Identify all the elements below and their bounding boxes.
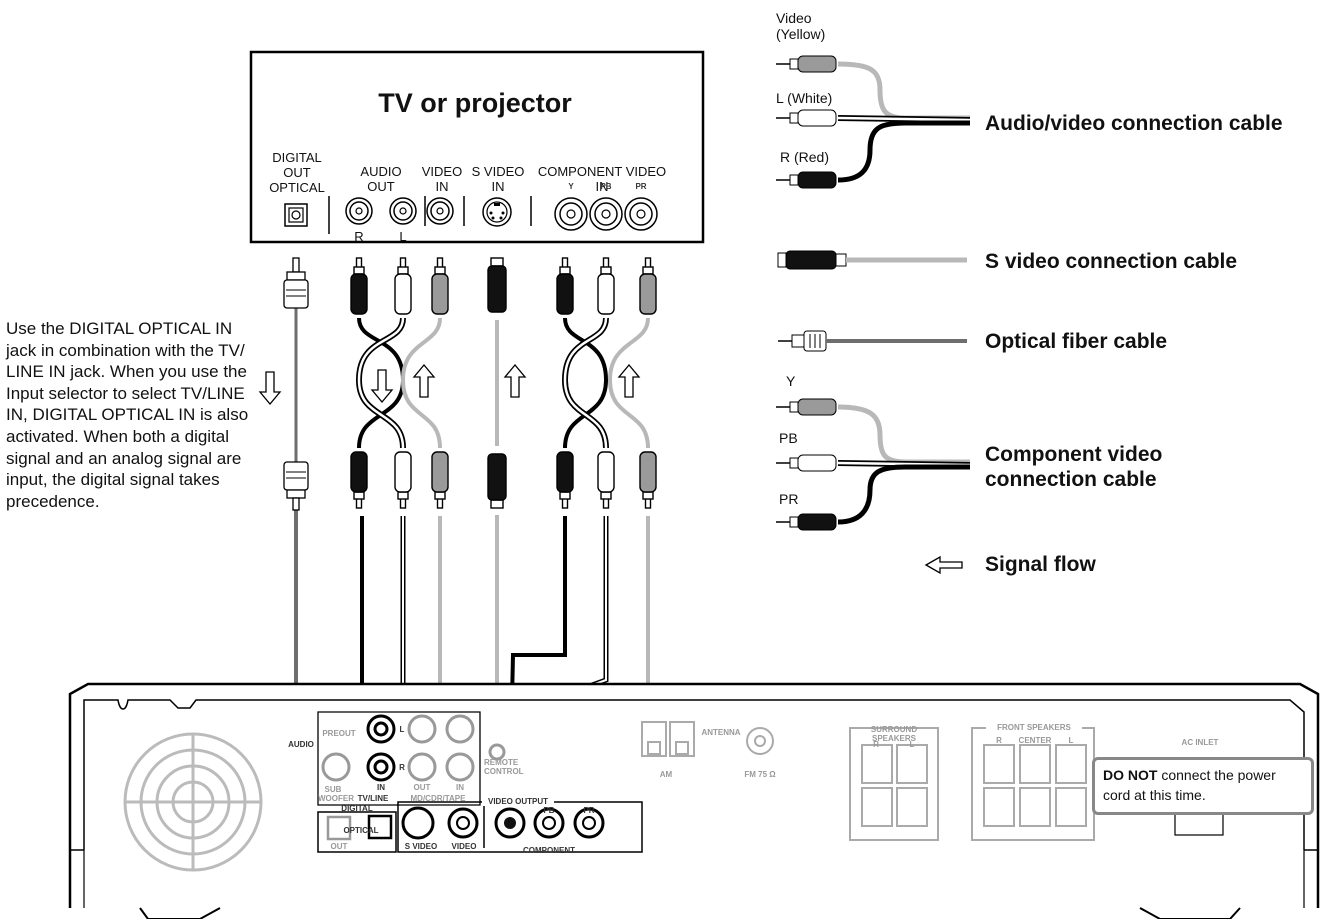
rx-s-video: S VIDEO <box>404 842 438 851</box>
tv-comp-pr-label: PR <box>635 182 647 191</box>
lower-plugs <box>283 451 657 511</box>
tv-component-pb-jack <box>589 197 623 231</box>
rx-digital: DIGITAL <box>341 804 373 813</box>
legend-plug-y <box>776 398 837 416</box>
tv-video-in-label: VIDEO IN <box>421 164 463 194</box>
rx-opt-out: OUT <box>330 842 348 851</box>
tv-video-in-jack <box>426 197 454 225</box>
legend-plug-white <box>776 109 837 127</box>
tv-comp-pb-label: PB <box>600 182 612 191</box>
legend-component-cable: Component video connection cable <box>985 443 1163 491</box>
tv-audio-r-label: R <box>354 229 364 244</box>
tv-audio-out-r-jack <box>345 197 373 225</box>
rx-fr-center: CENTER <box>1018 736 1052 745</box>
signal-flow-arrows <box>258 363 641 406</box>
receiver-s-video-out <box>401 806 435 840</box>
warning-bold: DO NOT <box>1103 767 1158 783</box>
legend-plug-pb <box>776 454 837 472</box>
legend-y: Y <box>786 373 796 389</box>
tv-digital-out-jack <box>284 203 308 227</box>
legend-plug-yellow <box>776 55 837 73</box>
legend-pr: PR <box>779 491 799 507</box>
rx-fr-r: R <box>996 736 1002 745</box>
tv-audio-out-l-jack <box>389 197 417 225</box>
front-speaker-terminals <box>971 727 1095 841</box>
rx-optical: OPTICAL <box>343 826 379 835</box>
tv-digital-out-label: DIGITAL OUT OPTICAL <box>269 150 325 195</box>
tv-comp-y-label: Y <box>568 182 574 191</box>
tv-component-pr-jack <box>624 197 658 231</box>
rx-preout: PREOUT <box>322 729 356 738</box>
rx-fr-l: L <box>1068 736 1074 745</box>
legend <box>776 55 971 575</box>
rx-antenna: ANTENNA <box>701 728 741 737</box>
rx-fm: FM 75 Ω <box>744 770 776 779</box>
legend-plug-red <box>776 171 837 189</box>
legend-pb: PB <box>779 430 798 446</box>
rx-audio: AUDIO <box>288 740 314 749</box>
rx-in1: IN <box>377 783 385 792</box>
rx-r: R <box>399 763 405 772</box>
warning-text: connect the power cord at this time. <box>1103 767 1276 803</box>
legend-video-yellow: Video (Yellow) <box>776 10 826 42</box>
legend-plug-pr <box>776 513 837 531</box>
legend-s-video-cable: S video connection cable <box>985 250 1238 273</box>
rx-sub-woofer: SUB WOOFER <box>318 785 354 803</box>
surround-speaker-terminals <box>849 727 939 841</box>
rx-tv-line: TV/LINE <box>357 794 389 803</box>
digital-optical-note: Use the DIGITAL OPTICAL IN jack in combi… <box>6 319 249 511</box>
tv-audio-out-label: AUDIO OUT <box>360 164 402 194</box>
tv-audio-l-label: L <box>399 229 407 244</box>
rx-remote-control: REMOTE CONTROL <box>484 758 524 776</box>
rx-comp-pb: PB <box>543 806 555 815</box>
legend-av-cable: Audio/video connection cable <box>985 112 1283 135</box>
signal-flow-icon <box>924 555 963 575</box>
rx-surround-speakers: SURROUND SPEAKERS <box>870 725 918 743</box>
receiver-tv-line-jacks <box>366 714 396 782</box>
tv-s-video-in-label: S VIDEO IN <box>471 164 525 194</box>
legend-signal-flow: Signal flow <box>985 553 1096 576</box>
legend-r-red: R (Red) <box>780 149 830 165</box>
rx-ac-inlet: AC INLET <box>1181 738 1219 747</box>
antenna-terminals <box>641 721 774 757</box>
tv-s-video-in-jack <box>482 197 512 227</box>
rx-sr-l: L <box>909 740 915 749</box>
legend-optical-cable: Optical fiber cable <box>985 330 1168 353</box>
rx-am: AM <box>659 770 673 779</box>
receiver-rear-panel <box>68 682 1320 919</box>
rx-video: VIDEO <box>451 842 477 851</box>
rx-component: COMPONENT <box>523 846 575 855</box>
rx-md-cd-tape: MD/CDR/TAPE <box>410 794 466 803</box>
rx-comp-pr: PR <box>583 806 595 815</box>
legend-l-white: L (White) <box>776 90 833 106</box>
receiver-optical-in <box>367 814 393 840</box>
power-cord-warning: DO NOT connect the power cord at this ti… <box>1092 757 1314 815</box>
tv-component-y-jack <box>554 197 588 231</box>
rx-out: OUT <box>413 783 431 792</box>
fan-icon <box>123 732 263 872</box>
tv-title: TV or projector <box>378 88 572 118</box>
tv-projector-box <box>249 50 705 244</box>
upper-plugs <box>283 257 657 315</box>
rx-front-speakers: FRONT SPEAKERS <box>986 723 1082 732</box>
rx-l: L <box>399 725 405 734</box>
rx-sr-r: R <box>873 740 879 749</box>
rx-video-output: VIDEO OUTPUT <box>482 797 554 806</box>
rx-in2: IN <box>456 783 464 792</box>
tv-component-video-in-label: COMPONENT VIDEO IN <box>537 164 667 194</box>
